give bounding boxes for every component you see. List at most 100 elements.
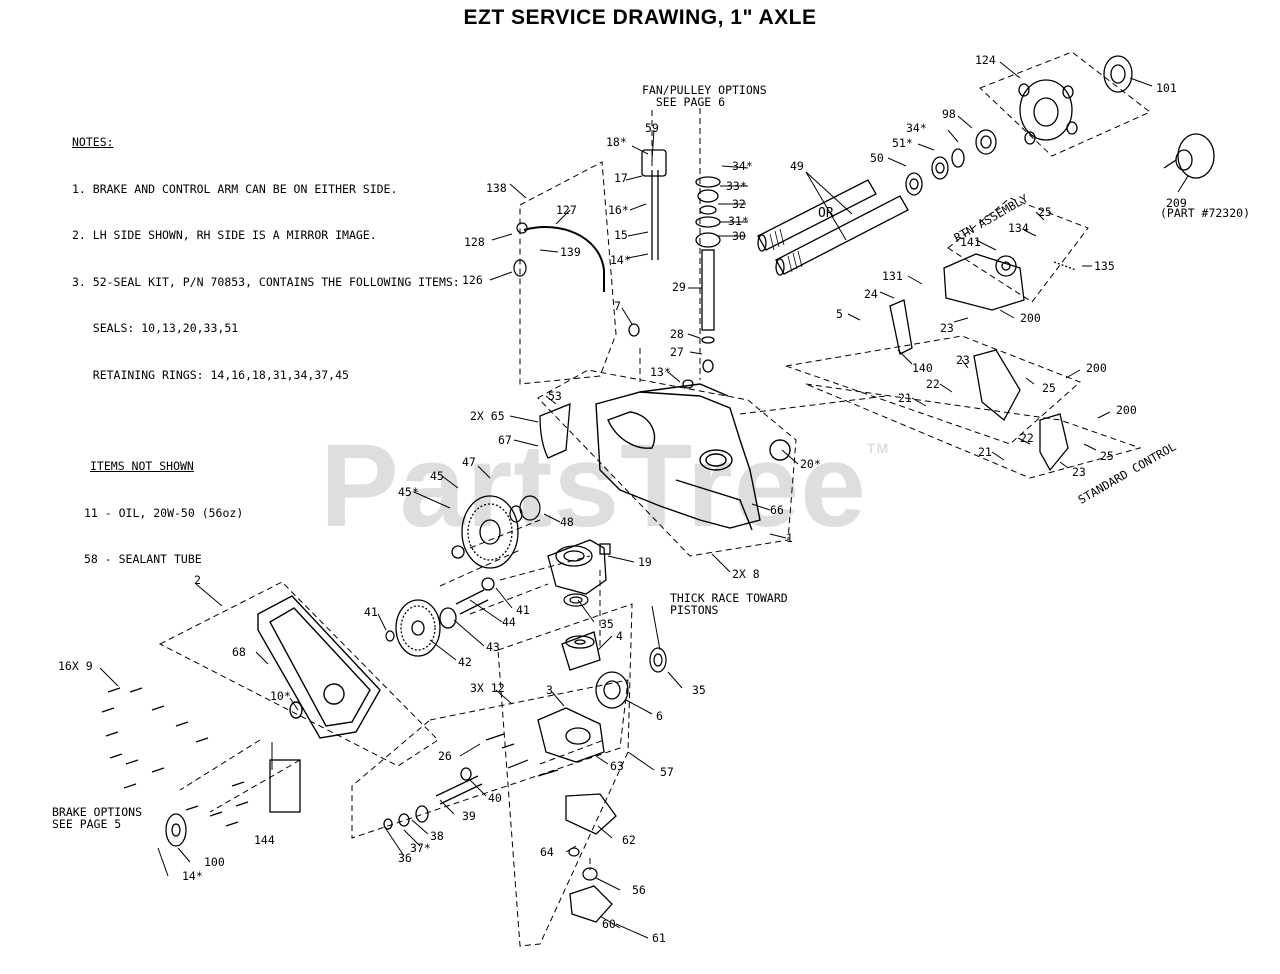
part-label-41-left: 41 (364, 605, 378, 619)
rtn-outline (947, 197, 1089, 303)
part-label-36: 36 (398, 851, 412, 865)
part-label-60: 60 (602, 917, 616, 931)
part-label-200-ctl: 200 (1086, 361, 1107, 375)
cover-group-outline (158, 581, 439, 767)
fan-option-group-outline (519, 161, 617, 385)
part-label-67: 67 (498, 433, 512, 447)
part-label-64: 64 (540, 845, 554, 859)
part-label-38: 38 (430, 829, 444, 843)
part-label-43: 43 (486, 640, 500, 654)
transaxle-housing (595, 383, 791, 531)
part-label-2: 2 (194, 573, 201, 587)
part-label-45: 45 (430, 469, 444, 483)
center-section-19 (547, 539, 611, 595)
notes-heading: NOTES: (72, 135, 114, 149)
brake-disc-100 (165, 813, 187, 847)
housing-outline (537, 369, 797, 557)
part-label-68: 68 (232, 645, 246, 659)
part-label-21: 21 (898, 391, 912, 405)
part-label-41-right: 41 (516, 603, 530, 617)
part-label-16: 16* (608, 203, 629, 217)
part-label-22: 22 (926, 377, 940, 391)
part-label-25-rtn: 25 (1038, 205, 1052, 219)
part-label-28: 28 (670, 327, 684, 341)
part-label-4: 4 (616, 629, 623, 643)
part-label-34: 34* (906, 121, 927, 135)
part-label-13: 13* (650, 365, 671, 379)
note-item: SEALS: 10,13,20,33,51 (72, 321, 239, 335)
watermark-trademark: TM (866, 440, 890, 456)
part-label-23-std: 23 (1072, 465, 1086, 479)
part-label-61: 61 (652, 931, 666, 945)
part-label-66: 66 (770, 503, 784, 517)
part-label-138: 138 (486, 181, 507, 195)
part-label-21-std: 21 (978, 445, 992, 459)
part-label-101: 101 (1156, 81, 1177, 95)
part-label-34-fan: 34* (732, 159, 753, 173)
note-item: RETAINING RINGS: 14,16,18,31,34,37,45 (72, 367, 349, 382)
part-label-30: 30 (732, 229, 746, 243)
part-label-19: 19 (638, 555, 652, 569)
part-label-35-upper: 35 (600, 617, 614, 631)
part-label-25-ctl: 25 (1042, 381, 1056, 395)
part-label-200-std: 200 (1116, 403, 1137, 417)
part-label-17: 17 (614, 171, 628, 185)
part-label-50: 50 (870, 151, 884, 165)
part-label-8: 2X 8 (732, 567, 760, 581)
part-label-5: 5 (836, 307, 843, 321)
brake-block-outline (351, 679, 629, 839)
part-label-135: 135 (1094, 259, 1115, 273)
part-label-26: 26 (438, 749, 452, 763)
part-label-56: 56 (632, 883, 646, 897)
axle-hub (1018, 55, 1133, 145)
part-label-140: 140 (912, 361, 933, 375)
center-section-outline (497, 603, 633, 947)
not-shown-item: 58 - SEALANT TUBE (84, 552, 202, 566)
part-label-128: 128 (464, 235, 485, 249)
thick-race-callout: THICK RACE TOWARD PISTONS (670, 591, 788, 617)
note-item: 3. 52-SEAL KIT, P/N 70853, CONTAINS THE … (72, 274, 460, 289)
part-label-209: 209 (1166, 196, 1187, 210)
part-label-1: 1 (786, 531, 793, 545)
axle-shaft-upper (757, 179, 877, 251)
or-label: OR (818, 206, 834, 221)
note-item: 1. BRAKE AND CONTROL ARM CAN BE ON EITHE… (72, 181, 398, 196)
gear-42 (395, 599, 441, 657)
wheel-hub-209 (1163, 133, 1215, 179)
part-label-42: 42 (458, 655, 472, 669)
part-label-20: 20* (800, 457, 821, 471)
part-label-23-rtn: 23 (940, 321, 954, 335)
part-label-14: 14* (610, 253, 631, 267)
part-label-22-std: 22 (1020, 431, 1034, 445)
part-label-98: 98 (942, 107, 956, 121)
gear-47 (451, 495, 519, 569)
part-label-65: 2X 65 (470, 409, 505, 423)
items-not-shown-heading: ITEMS NOT SHOWN (90, 459, 194, 473)
part-label-141: 141 (960, 235, 981, 249)
part-label-39: 39 (462, 809, 476, 823)
part-label-47: 47 (462, 455, 476, 469)
fan-pulley-callout: FAN/PULLEY OPTIONS SEE PAGE 6 (642, 83, 767, 109)
part-label-12: 3X 12 (470, 681, 505, 695)
part-label-62: 62 (622, 833, 636, 847)
cover-68 (257, 595, 381, 739)
part-label-40: 40 (488, 791, 502, 805)
part-label-15: 15 (614, 228, 628, 242)
part-209-note: (PART #72320) (1160, 206, 1251, 220)
drawing-title: EZT SERVICE DRAWING, 1" AXLE (463, 6, 817, 29)
part-label-134: 134 (1008, 221, 1029, 235)
part-label-31: 31* (728, 214, 749, 228)
part-label-3: 3 (546, 683, 553, 697)
part-label-200-rtn: 200 (1020, 311, 1041, 325)
axle-group-outline (979, 51, 1151, 157)
part-label-6: 6 (656, 709, 663, 723)
part-label-25-std: 25 (1100, 449, 1114, 463)
part-label-131: 131 (882, 269, 903, 283)
part-label-44: 44 (502, 615, 516, 629)
notes-block: NOTES: 1. BRAKE AND CONTROL ARM CAN BE O… (72, 104, 460, 599)
control-outline-a (785, 335, 1081, 445)
part-label-10: 10* (270, 689, 291, 703)
part-label-33: 33* (726, 179, 747, 193)
part-label-37: 37* (410, 841, 431, 855)
